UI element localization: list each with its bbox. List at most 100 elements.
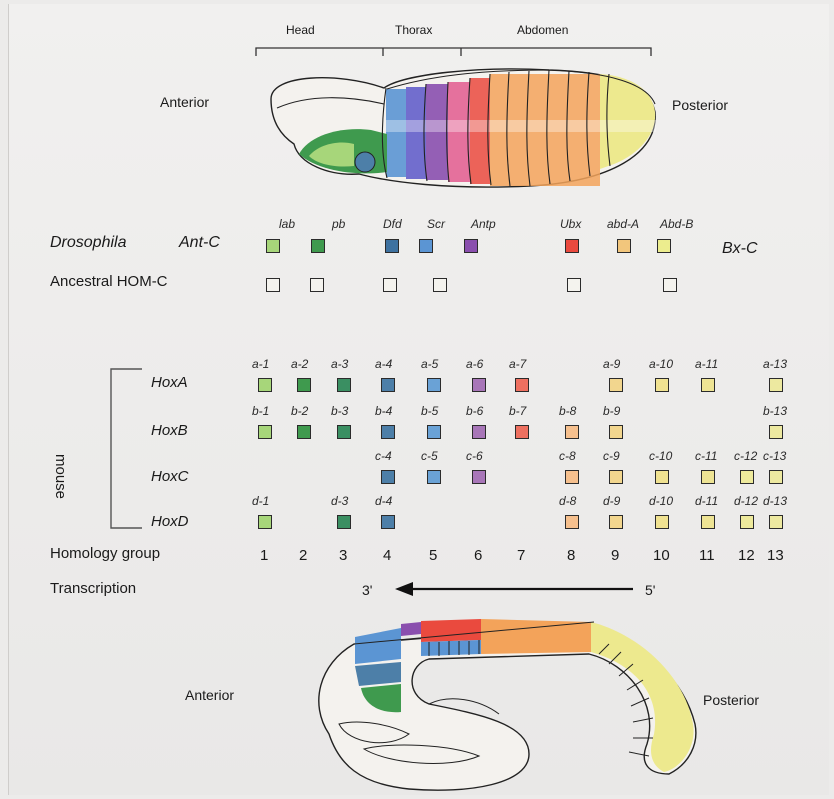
hox-gene-box-d-13: [769, 515, 783, 529]
hox-gene-box-c-9: [609, 470, 623, 484]
hox-gene-label-c-8: c-8: [559, 449, 576, 463]
hox-gene-label-d-12: d-12: [734, 494, 758, 508]
homology-group-10: 10: [653, 547, 670, 564]
hox-gene-label-d-13: d-13: [763, 494, 787, 508]
hox-gene-box-d-9: [609, 515, 623, 529]
hox-gene-label-a-13: a-13: [763, 357, 787, 371]
hox-gene-label-c-13: c-13: [763, 449, 786, 463]
hox-gene-label-d-9: d-9: [603, 494, 620, 508]
ancestral-box-2: [310, 278, 324, 292]
hox-gene-label-c-11: c-11: [695, 449, 717, 463]
hox-gene-label-a-5: a-5: [421, 357, 438, 371]
hox-gene-label-b-6: b-6: [466, 404, 483, 418]
drosophila-gene-label-abd-b: Abd-B: [660, 217, 693, 231]
homology-group-3: 3: [339, 547, 347, 564]
hox-gene-box-b-3: [337, 425, 351, 439]
homology-group-13: 13: [767, 547, 784, 564]
homology-group-8: 8: [567, 547, 575, 564]
hox-gene-box-c-6: [472, 470, 486, 484]
drosophila-gene-box-antp: [464, 239, 478, 253]
hox-gene-label-b-7: b-7: [509, 404, 526, 418]
hox-gene-label-c-10: c-10: [649, 449, 672, 463]
hox-gene-label-d-4: d-4: [375, 494, 392, 508]
hox-gene-box-c-12: [740, 470, 754, 484]
drosophila-gene-box-scr: [419, 239, 433, 253]
hox-gene-box-b-2: [297, 425, 311, 439]
hox-gene-box-c-8: [565, 470, 579, 484]
hox-gene-box-d-8: [565, 515, 579, 529]
hox-gene-label-b-4: b-4: [375, 404, 392, 418]
mouse-embryo-body: [319, 619, 696, 790]
hox-gene-box-c-13: [769, 470, 783, 484]
hox-gene-box-b-5: [427, 425, 441, 439]
drosophila-gene-label-dfd: Dfd: [383, 217, 402, 231]
hox-gene-box-d-11: [701, 515, 715, 529]
hox-gene-box-a-13: [769, 378, 783, 392]
drosophila-gene-label-abd-a: abd-A: [607, 217, 639, 231]
hox-gene-box-a-10: [655, 378, 669, 392]
hox-gene-label-b-13: b-13: [763, 404, 787, 418]
hox-gene-label-d-8: d-8: [559, 494, 576, 508]
drosophila-gene-label-lab: lab: [279, 217, 295, 231]
hox-gene-box-d-12: [740, 515, 754, 529]
hox-gene-label-a-7: a-7: [509, 357, 526, 371]
drosophila-gene-box-dfd: [385, 239, 399, 253]
hox-gene-label-a-11: a-11: [695, 357, 718, 371]
homology-group-7: 7: [517, 547, 525, 564]
homology-group-12: 12: [738, 547, 755, 564]
hox-gene-label-b-9: b-9: [603, 404, 620, 418]
homology-group-6: 6: [474, 547, 482, 564]
hox-gene-label-d-11: d-11: [695, 494, 718, 508]
ancestral-box-6: [663, 278, 677, 292]
hox-gene-box-b-7: [515, 425, 529, 439]
hox-gene-label-a-2: a-2: [291, 357, 308, 371]
hox-gene-label-a-1: a-1: [252, 357, 269, 371]
hox-gene-label-a-9: a-9: [603, 357, 620, 371]
hox-gene-box-c-11: [701, 470, 715, 484]
hox-gene-label-c-4: c-4: [375, 449, 392, 463]
hox-gene-label-b-2: b-2: [291, 404, 308, 418]
hox-gene-label-c-12: c-12: [734, 449, 757, 463]
hox-gene-box-a-6: [472, 378, 486, 392]
drosophila-gene-label-scr: Scr: [427, 217, 445, 231]
homology-group-11: 11: [699, 547, 715, 564]
hox-gene-box-d-10: [655, 515, 669, 529]
mouse-embryo-illustration: [9, 4, 829, 795]
homology-group-5: 5: [429, 547, 437, 564]
ancestral-box-1: [266, 278, 280, 292]
hox-gene-box-a-3: [337, 378, 351, 392]
drosophila-gene-label-pb: pb: [332, 217, 345, 231]
hox-gene-box-a-9: [609, 378, 623, 392]
hox-gene-box-a-4: [381, 378, 395, 392]
drosophila-gene-box-pb: [311, 239, 325, 253]
hox-gene-box-b-8: [565, 425, 579, 439]
homology-group-4: 4: [383, 547, 391, 564]
hox-gene-label-d-1: d-1: [252, 494, 269, 508]
hox-gene-box-a-1: [258, 378, 272, 392]
hox-gene-box-b-6: [472, 425, 486, 439]
hox-gene-box-d-1: [258, 515, 272, 529]
homology-group-1: 1: [260, 547, 268, 564]
hox-gene-box-a-5: [427, 378, 441, 392]
hox-gene-label-a-3: a-3: [331, 357, 348, 371]
hox-gene-label-b-8: b-8: [559, 404, 576, 418]
figure-page: Head Thorax Abdomen Anterior Posterior D…: [8, 4, 829, 795]
hox-gene-box-c-4: [381, 470, 395, 484]
hox-gene-box-b-4: [381, 425, 395, 439]
drosophila-gene-box-abd-a: [617, 239, 631, 253]
hox-gene-label-a-6: a-6: [466, 357, 483, 371]
ancestral-box-4: [433, 278, 447, 292]
hox-gene-label-d-3: d-3: [331, 494, 348, 508]
hox-gene-box-a-2: [297, 378, 311, 392]
hox-gene-label-b-1: b-1: [252, 404, 269, 418]
drosophila-gene-label-antp: Antp: [471, 217, 496, 231]
hox-gene-label-b-5: b-5: [421, 404, 438, 418]
hox-gene-box-a-7: [515, 378, 529, 392]
hox-gene-box-c-5: [427, 470, 441, 484]
drosophila-gene-label-ubx: Ubx: [560, 217, 581, 231]
hox-gene-box-d-4: [381, 515, 395, 529]
hox-gene-label-c-5: c-5: [421, 449, 438, 463]
hox-gene-box-b-13: [769, 425, 783, 439]
ancestral-box-5: [567, 278, 581, 292]
hox-gene-box-b-1: [258, 425, 272, 439]
